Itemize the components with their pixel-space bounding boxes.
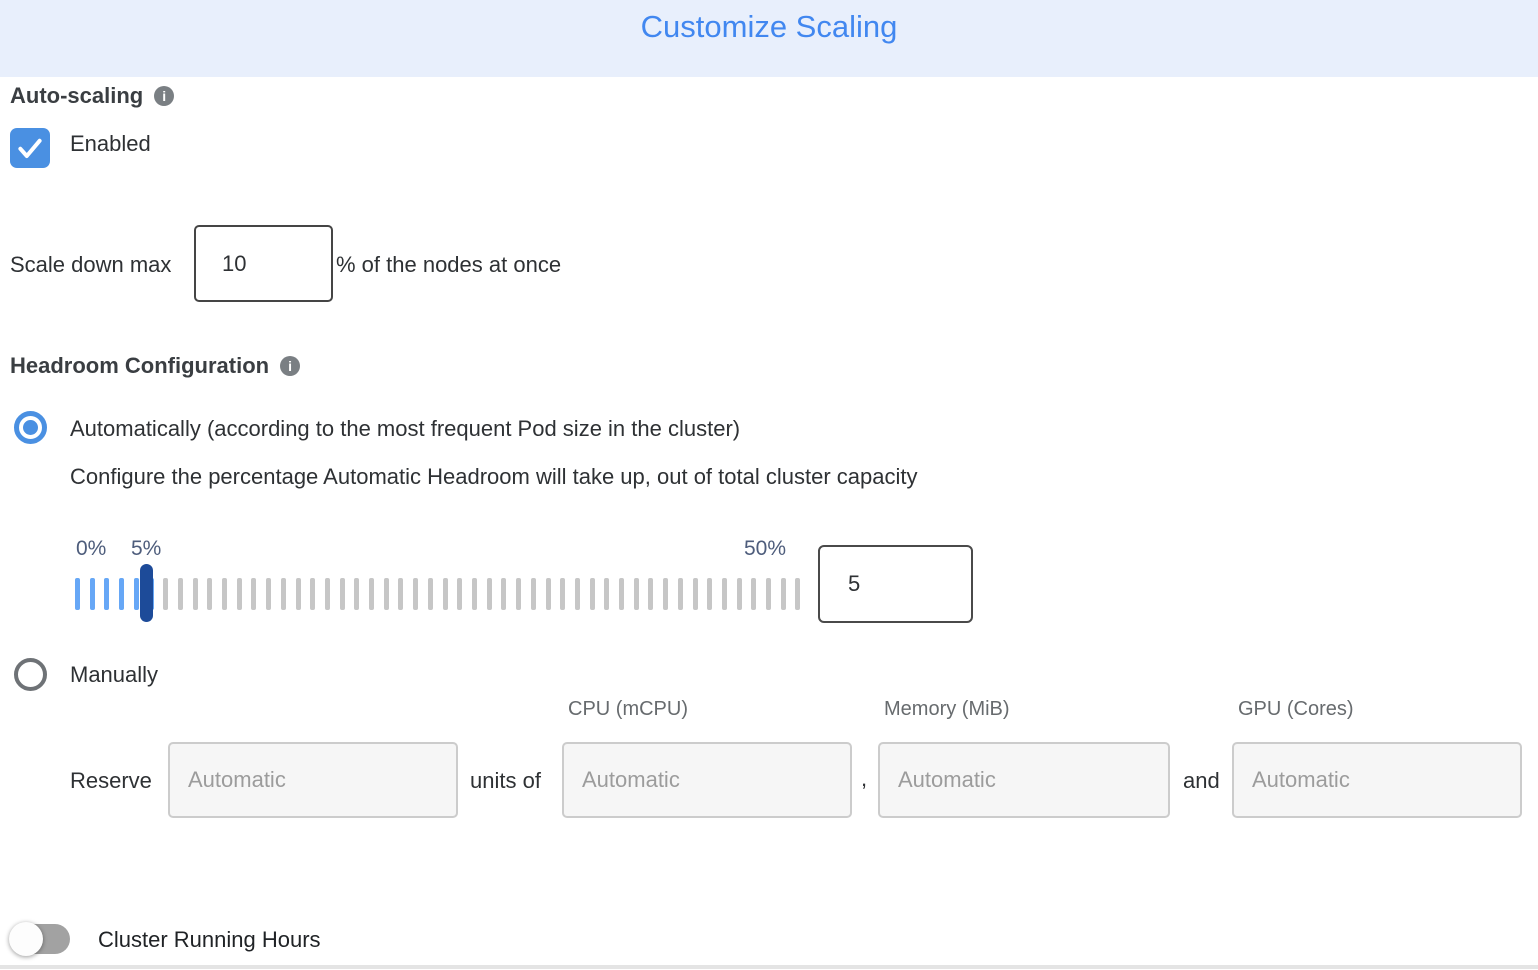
slider-tick: [516, 578, 522, 610]
slider-tick: [574, 578, 580, 610]
slider-tick: [310, 578, 316, 610]
slider-tick: [486, 578, 492, 610]
cluster-running-hours-label: Cluster Running Hours: [98, 927, 321, 952]
headroom-section-text: Headroom Configuration: [10, 353, 270, 378]
bottom-divider: [0, 965, 1538, 969]
slider-tick: [619, 578, 625, 610]
scale-down-suffix-label: % of the nodes at once: [336, 252, 562, 277]
slider-tick: [736, 578, 742, 610]
slider-tick: [222, 578, 228, 610]
autoscaling-section-text: Auto-scaling: [10, 83, 144, 108]
slider-tick: [633, 578, 639, 610]
headroom-percentage-input[interactable]: [818, 545, 973, 623]
slider-tick: [545, 578, 551, 610]
enabled-label: Enabled: [70, 131, 151, 156]
slider-tick: [780, 578, 786, 610]
radio-manual[interactable]: [14, 658, 47, 691]
autoscaling-section-label: Auto-scaling i: [10, 83, 175, 109]
headroom-percentage-slider[interactable]: [75, 578, 801, 610]
slider-tick: [324, 578, 330, 610]
slider-tick: [501, 578, 507, 610]
radio-automatic[interactable]: [14, 411, 47, 444]
slider-tick: [177, 578, 183, 610]
slider-tick: [413, 578, 419, 610]
slider-tick: [104, 578, 110, 610]
slider-tick: [369, 578, 375, 610]
slider-tick: [457, 578, 463, 610]
headroom-info-icon[interactable]: i: [280, 356, 301, 376]
slider-tick: [604, 578, 610, 610]
slider-tick: [530, 578, 536, 610]
slider-tick: [354, 578, 360, 610]
slider-tick: [560, 578, 566, 610]
slider-tick: [339, 578, 345, 610]
and-label: and: [1183, 768, 1220, 793]
slider-tick: [692, 578, 698, 610]
slider-tick: [707, 578, 713, 610]
reserve-count-input[interactable]: [168, 742, 458, 818]
column-header-gpu: GPU (Cores): [1238, 698, 1354, 720]
slider-tick: [766, 578, 772, 610]
column-header-cpu: CPU (mCPU): [568, 698, 688, 720]
slider-tick: [398, 578, 404, 610]
slider-current-label: 5%: [131, 537, 162, 560]
slider-tick: [119, 578, 125, 610]
slider-tick: [266, 578, 272, 610]
slider-tick: [163, 578, 169, 610]
slider-tick: [207, 578, 213, 610]
slider-tick: [427, 578, 433, 610]
slider-tick: [589, 578, 595, 610]
manual-option-label: Manually: [70, 662, 159, 687]
slider-tick: [89, 578, 95, 610]
checkmark-icon: [18, 138, 42, 158]
automatic-option-description: Configure the percentage Automatic Headr…: [70, 464, 918, 489]
memory-reserve-input[interactable]: [878, 742, 1170, 818]
slider-tick: [133, 578, 139, 610]
gpu-reserve-input[interactable]: [1232, 742, 1522, 818]
page-title: Customize Scaling: [640, 9, 898, 44]
slider-handle[interactable]: [140, 564, 153, 622]
cluster-running-hours-toggle[interactable]: [9, 922, 70, 956]
headroom-section-label: Headroom Configuration i: [10, 353, 301, 379]
slider-tick: [236, 578, 242, 610]
scale-down-max-label: Scale down max: [10, 252, 172, 277]
slider-tick: [648, 578, 654, 610]
slider-tick: [677, 578, 683, 610]
slider-tick: [251, 578, 257, 610]
slider-tick: [442, 578, 448, 610]
slider-tick: [75, 578, 80, 610]
autoscaling-info-icon[interactable]: i: [154, 86, 175, 106]
reserve-label: Reserve: [70, 768, 152, 793]
slider-max-label: 50%: [744, 537, 787, 560]
cpu-reserve-input[interactable]: [562, 742, 852, 818]
slider-tick: [295, 578, 301, 610]
slider-tick: [192, 578, 198, 610]
autoscaling-enabled-checkbox[interactable]: [10, 128, 50, 168]
comma-separator: ,: [861, 766, 868, 791]
slider-tick: [383, 578, 389, 610]
toggle-knob: [9, 922, 43, 956]
automatic-option-label: Automatically (according to the most fre…: [70, 416, 741, 441]
radio-selected-dot: [23, 420, 38, 435]
slider-tick: [795, 578, 801, 610]
slider-tick: [663, 578, 669, 610]
slider-tick: [721, 578, 727, 610]
slider-min-label: 0%: [76, 537, 107, 560]
header-bar: Customize Scaling: [0, 0, 1538, 77]
slider-tick: [751, 578, 757, 610]
column-header-memory: Memory (MiB): [884, 698, 1010, 720]
scale-down-max-input[interactable]: [194, 225, 333, 302]
units-of-label: units of: [470, 768, 541, 793]
slider-tick: [280, 578, 286, 610]
slider-tick: [471, 578, 477, 610]
